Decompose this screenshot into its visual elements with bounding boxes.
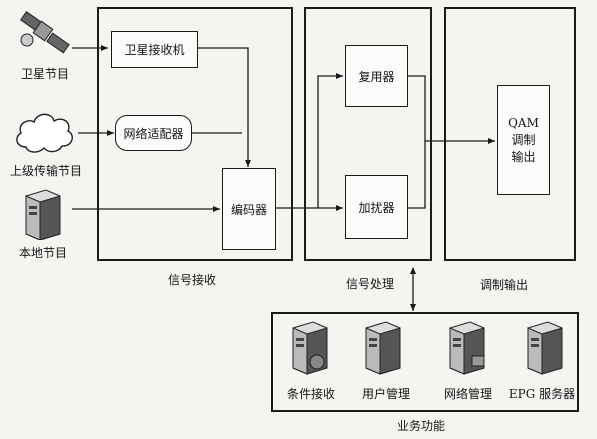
multiplexer-box: 复用器: [345, 45, 408, 107]
satellite-receiver-box: 卫星接收机: [111, 31, 198, 68]
panel-signal-receive: [97, 7, 293, 261]
qam-label-3: 制: [523, 132, 536, 147]
encoder-box: 编码器: [222, 168, 276, 250]
satellite-receiver-label: 卫星接收机: [124, 43, 185, 57]
scrambler-label: 加扰器: [358, 200, 395, 215]
satellite-icon: [20, 11, 70, 54]
qam-label-4: 输: [511, 149, 524, 164]
cloud-icon: [16, 113, 73, 153]
conditional-access-server-icon: [292, 321, 328, 375]
business-item-label: 用户管理: [361, 387, 410, 401]
local-source-label: 本地节目: [18, 246, 67, 260]
qam-label-5: 出: [523, 149, 536, 164]
panel-business-functions: [271, 312, 579, 412]
server-icon: [25, 189, 61, 240]
line-process-out: [408, 75, 426, 209]
panel-signal-process: [304, 7, 432, 261]
upper-level-source-label: 上级传输节目: [9, 164, 82, 178]
scrambler-box: 加扰器: [345, 175, 408, 239]
business-item-label: 网络管理: [443, 387, 492, 401]
network-management-server-icon: [449, 321, 485, 375]
panel-modulation-output: [444, 7, 576, 261]
business-item-label: EPG 服务器: [508, 387, 576, 401]
encoder-label: 编码器: [230, 202, 267, 217]
qam-box: QAM 调制 输出: [497, 85, 550, 195]
qam-label-1: QAM: [508, 115, 539, 130]
business-title: 业务功能: [397, 419, 446, 433]
network-adapter-label: 网络适配器: [123, 126, 184, 141]
epg-server-icon: [527, 321, 563, 375]
network-adapter-box: 网络适配器: [115, 115, 192, 151]
user-management-server-icon: [365, 321, 401, 375]
qam-label-2: 调: [511, 132, 524, 147]
arrow-receiver-to-encoder: [198, 47, 251, 167]
arrow-to-multiplexer: [317, 73, 343, 208]
signal-receive-title: 信号接收: [168, 273, 217, 287]
multiplexer-label: 复用器: [358, 69, 395, 84]
satellite-source-label: 卫星节目: [20, 67, 69, 81]
business-item-label: 条件接收: [286, 387, 335, 401]
signal-process-title: 信号处理: [346, 277, 395, 291]
modulation-title: 调制输出: [480, 278, 529, 292]
